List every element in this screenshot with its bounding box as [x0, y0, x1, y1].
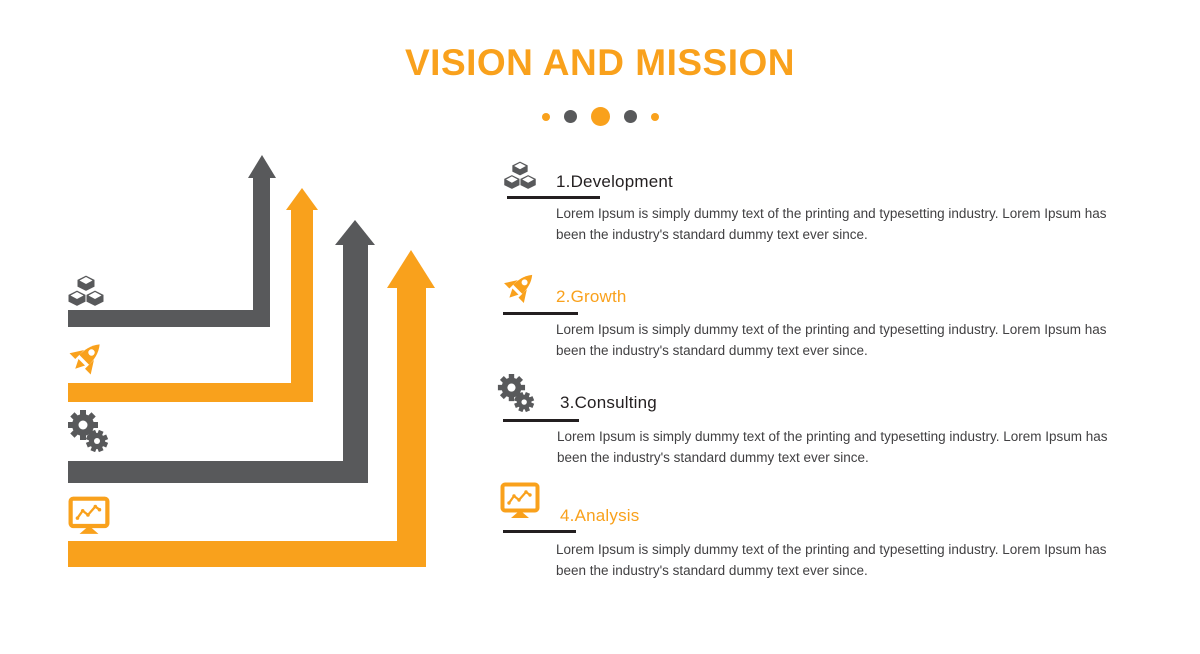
pagination-dot: [623, 110, 637, 123]
section-body: Lorem Ipsum is simply dummy text of the …: [556, 542, 1107, 578]
pagination-dot: [590, 107, 610, 126]
arrow-shaft: [253, 177, 270, 327]
arrow-bar: [68, 541, 426, 567]
arrow-shaft: [397, 287, 426, 567]
arrow-shaft: [343, 244, 368, 483]
section-body: Lorem Ipsum is simply dummy text of the …: [557, 429, 1108, 465]
arrow-head: [248, 155, 276, 178]
arrow-bar: [68, 383, 313, 402]
section-underline: [503, 530, 576, 533]
gears-icon: [496, 374, 536, 412]
section-underline: [503, 419, 579, 422]
arrow-shaft: [291, 209, 313, 402]
slide-title: VISION AND MISSION: [404, 42, 795, 83]
section-underline: [507, 196, 600, 199]
gears-icon: [66, 410, 110, 452]
section-title: 3.Consulting: [560, 393, 657, 412]
section-underline: [503, 312, 578, 315]
rocket-icon: [62, 336, 108, 382]
monitor-chart-icon: [68, 496, 110, 536]
cubes-icon: [66, 274, 106, 308]
section-body: Lorem Ipsum is simply dummy text of the …: [556, 206, 1107, 242]
section-title: 2.Growth: [556, 287, 627, 306]
arrow-bar: [68, 461, 368, 483]
cubes-icon: [502, 160, 538, 191]
arrow-head: [335, 220, 375, 245]
pagination-dot: [563, 110, 577, 123]
arrow-head: [387, 250, 435, 288]
section-title: 1.Development: [556, 172, 673, 191]
section-title: 4.Analysis: [560, 506, 640, 525]
section-body: Lorem Ipsum is simply dummy text of the …: [556, 322, 1107, 358]
arrow-head: [286, 188, 318, 210]
pagination-dot: [650, 112, 659, 121]
pagination-dots: [0, 107, 1200, 126]
monitor-chart-icon: [500, 482, 540, 520]
rocket-icon: [497, 267, 540, 310]
pagination-dot: [541, 112, 550, 121]
arrow-bar: [68, 310, 270, 327]
